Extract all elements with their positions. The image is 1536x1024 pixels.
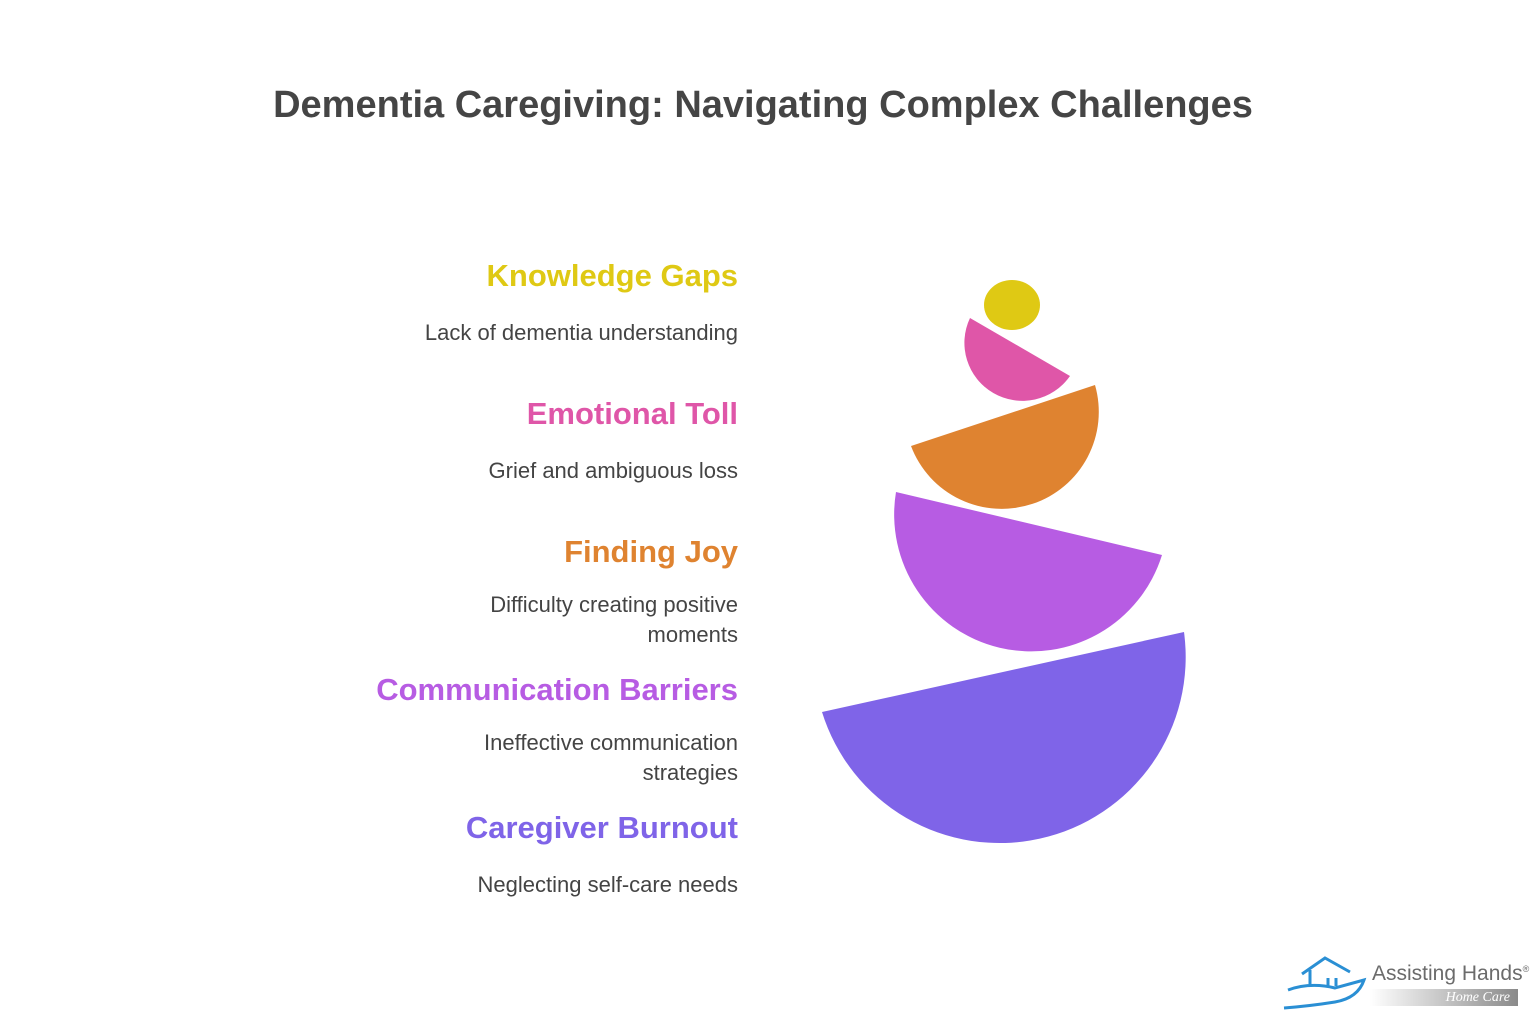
item-knowledge-gaps: Knowledge Gaps Lack of dementia understa… [318,258,738,348]
item-heading: Finding Joy [564,534,738,569]
item-caregiver-burnout: Caregiver Burnout Neglecting self-care n… [318,810,738,900]
hand-house-icon [1283,956,1367,1010]
item-finding-joy: Finding Joy Difficulty creating positive… [438,534,738,650]
item-heading: Communication Barriers [376,672,738,707]
item-description: Ineffective communication strategies [484,730,738,785]
item-emotional-toll: Emotional Toll Grief and ambiguous loss [318,396,738,486]
logo-name: Assisting Hands® [1372,962,1530,985]
item-communication-barriers: Communication Barriers Ineffective commu… [318,672,738,788]
assisting-hands-logo: Assisting Hands® Home Care [1280,952,1530,1014]
caregiver-burnout-shape [822,632,1186,844]
item-heading: Knowledge Gaps [486,258,738,293]
item-heading: Emotional Toll [526,396,738,431]
finding-joy-shape [911,385,1099,509]
emotional-toll-shape [964,318,1070,401]
item-description: Lack of dementia understanding [424,320,738,345]
knowledge-gaps-shape [984,280,1040,330]
item-description: Grief and ambiguous loss [488,458,738,483]
communication-barriers-shape [894,492,1162,652]
logo-tagline: Home Care [1370,989,1518,1006]
item-heading: Caregiver Burnout [465,810,738,845]
item-description: Difficulty creating positive moments [490,592,738,647]
page-title: Dementia Caregiving: Navigating Complex … [273,84,1253,126]
item-description: Neglecting self-care needs [477,872,738,897]
